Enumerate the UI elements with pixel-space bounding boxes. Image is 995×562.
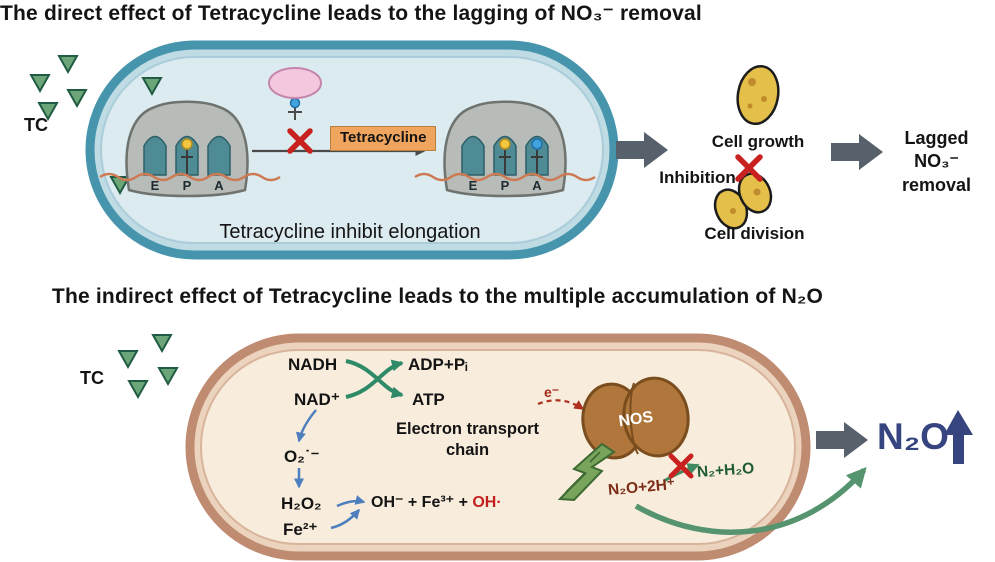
site-p-label: P [183, 178, 192, 193]
n2o-release-arrow [634, 467, 867, 535]
bottom-title: The indirect effect of Tetracycline lead… [51, 285, 824, 308]
ribosome-right-site-labels: E P A [469, 178, 543, 193]
cell-division-label: Cell division [704, 224, 805, 243]
growing-cell-icon [736, 64, 780, 126]
elongation-caption: Tetracycline inhibit elongation [130, 219, 570, 245]
tetracycline-box-label: Tetracycline [330, 126, 437, 151]
superoxide-label: O₂˙⁻ [284, 447, 320, 466]
ribosome-left-site-labels: E P A [151, 178, 225, 193]
fenton-reaction-label: OH⁻ + Fe³⁺ + OH· [371, 493, 502, 514]
tc-triangle-icon [151, 334, 173, 354]
caption-tetracycline: Tetracycline [219, 221, 325, 243]
top-title: The direct effect of Tetracycline leads … [0, 2, 702, 25]
lightning-icon [557, 442, 616, 502]
n2o-reduction-arrow [663, 463, 700, 483]
ribosome-left [125, 100, 249, 198]
flow-arrow-icon [816, 422, 868, 458]
fenton-products: OH⁻ + Fe³⁺ + [371, 494, 473, 511]
caption-rest: inhibit elongation [324, 221, 481, 243]
trna-a-site-icon [531, 138, 543, 174]
electron-transport-chain-label: Electron transport chain [395, 420, 540, 460]
tc-triangle-icon [66, 89, 88, 109]
tc-triangle-icon [117, 350, 139, 370]
trna-p-site-icon [181, 138, 193, 174]
tc-triangle-icon [157, 367, 179, 387]
inhibition-label: Inhibition [659, 168, 736, 187]
tc-triangle-icon [127, 380, 149, 400]
tc-molecules-top [29, 55, 163, 196]
atp-label: ATP [412, 390, 445, 409]
n2o-output-label: N₂O [877, 416, 949, 457]
tc-molecules-bottom [117, 334, 179, 400]
tc-triangle-icon [57, 55, 79, 75]
lagged-removal-label: Lagged NO₃⁻ removal [901, 128, 972, 195]
ros-pathway-arrows [294, 409, 366, 530]
incoming-trna-icon [268, 67, 322, 120]
tc-triangle-icon [141, 77, 163, 97]
trna-p-site-icon [499, 138, 511, 174]
nadh-label: NADH [288, 355, 338, 374]
flow-arrow-icon [616, 132, 668, 168]
cell-growth-label: Cell growth [711, 132, 805, 151]
tc-label-bottom: TC [80, 368, 104, 388]
mrna-strand-right [414, 172, 596, 182]
adp-pi-label: ADP+Pᵢ [408, 355, 468, 374]
tc-triangle-icon [29, 74, 51, 94]
tc-triangle-icon [37, 102, 59, 122]
mrna-strand-left [99, 172, 281, 182]
hydroxyl-radical-label: OH· [472, 494, 502, 511]
nos-enzyme [581, 376, 690, 460]
site-a-label: A [214, 178, 224, 193]
fe2-label: Fe²⁺ [283, 520, 318, 539]
flow-arrow-icon [831, 134, 883, 170]
nad-label: NAD⁺ [294, 390, 340, 409]
site-e-label: E [151, 178, 160, 193]
site-e-label: E [469, 178, 478, 193]
dividing-cells-icon [713, 172, 773, 230]
increase-up-arrow-icon [944, 410, 973, 464]
reduction-blocked-x-icon [668, 453, 694, 479]
electron-transfer-arrow [537, 399, 585, 410]
site-a-label: A [532, 178, 542, 193]
h2o2-label: H₂O₂ [281, 494, 322, 513]
blocked-x-icon [287, 128, 313, 154]
inhibition-x-icon [735, 154, 763, 182]
n2-h2o-label: N₂+H₂O [696, 460, 755, 481]
site-p-label: P [501, 178, 510, 193]
ribosome-right [443, 100, 567, 198]
tc-label-top: TC [24, 115, 48, 135]
coupled-reaction-arrows [345, 359, 404, 399]
electron-label: e⁻ [544, 384, 560, 400]
